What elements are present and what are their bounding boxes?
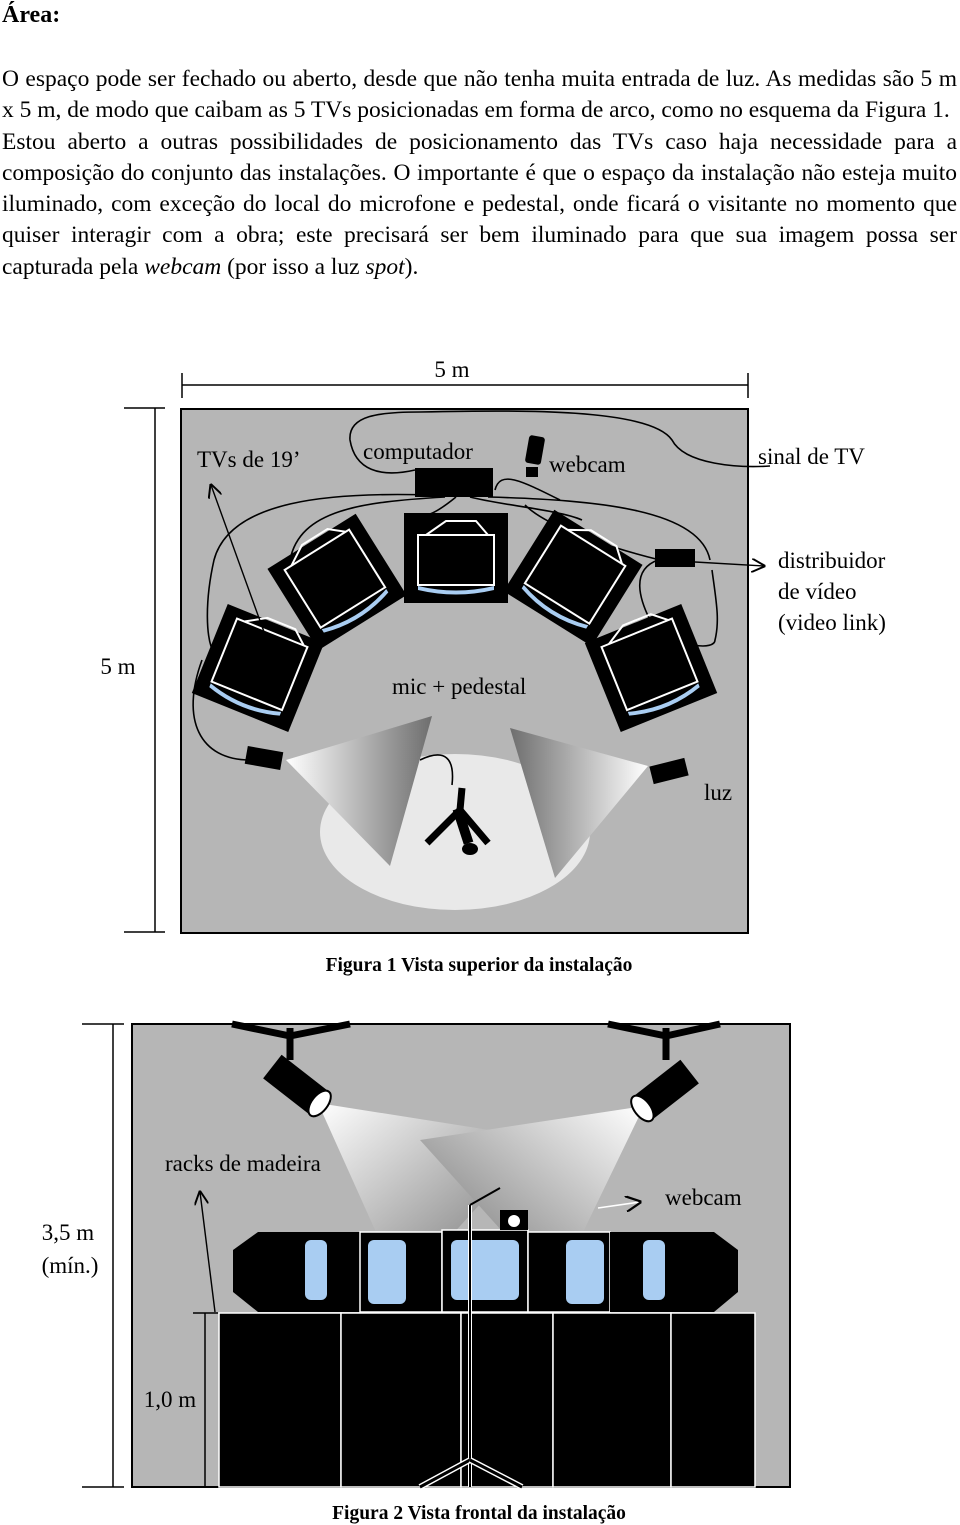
section-heading: Área: [2, 2, 61, 28]
label-racks: racks de madeira [165, 1151, 321, 1176]
height-dimension [124, 407, 165, 933]
spot-light-front-left [263, 1054, 332, 1118]
rack-height-dimension [193, 1312, 218, 1487]
paragraph-2-text-a: Estou aberto a outras possibilidades de … [2, 128, 957, 280]
paragraph-2-emphasis-webcam: webcam [144, 253, 222, 280]
room-height-dimension [82, 1023, 124, 1488]
label-distributor-1: distribuidor [778, 548, 886, 573]
rack-height-label: 1,0 m [144, 1387, 197, 1412]
spot-light-left [244, 746, 284, 770]
paragraph-2-emphasis-spot: spot [365, 253, 405, 280]
racks-pointer-arrow [200, 1192, 216, 1313]
label-computer: computador [363, 439, 473, 464]
tv-2 [267, 513, 407, 651]
label-distributor-2: de vídeo [778, 579, 857, 604]
webcam-front [500, 1210, 528, 1230]
label-tv-signal: sinal de TV [758, 444, 865, 469]
figure-1-top-view: 5 m 5 m [100, 357, 886, 976]
tv-5 [584, 604, 718, 732]
paragraph-2: Estou aberto a outras possibilidades de … [2, 127, 957, 283]
video-distributor [655, 549, 695, 567]
mic-stand-top [424, 787, 491, 855]
computer [415, 468, 493, 497]
room-height-label-1: 3,5 m [42, 1220, 95, 1245]
label-tvs: TVs de 19’ [197, 447, 300, 472]
label-webcam-front: webcam [665, 1185, 742, 1210]
paragraph-2-text-b: (por isso a luz [221, 253, 366, 280]
wooden-racks [218, 1312, 756, 1488]
mic-stand-front [418, 1187, 524, 1490]
spot-light-right [649, 757, 689, 785]
ceiling-mounts [231, 1020, 721, 1060]
figure-2-caption: Figura 2 Vista frontal da instalação [332, 1503, 626, 1524]
light-beam-right [510, 728, 648, 878]
tv-4 [503, 509, 643, 647]
paragraph-area-description: O espaço pode ser fechado ou aberto, des… [2, 64, 957, 283]
figure-1-caption: Figura 1 Vista superior da instalação [326, 955, 633, 976]
height-dimension-label: 5 m [100, 654, 135, 679]
tv-3 [404, 513, 508, 603]
label-distributor-3: (video link) [778, 610, 886, 635]
webcam-pointer-arrow [597, 1202, 640, 1208]
figure-2-front-view: 3,5 m (mín.) [42, 1020, 791, 1524]
tv-1 [191, 604, 325, 732]
paragraph-1: O espaço pode ser fechado ou aberto, des… [2, 66, 957, 124]
light-cone-right [420, 1106, 644, 1290]
label-mic: mic + pedestal [392, 674, 526, 699]
spot-light-front-right [630, 1059, 699, 1123]
label-light: luz [704, 780, 732, 805]
label-webcam: webcam [549, 452, 626, 477]
room-height-label-2: (mín.) [42, 1253, 99, 1278]
width-dimension [181, 373, 749, 398]
paragraph-2-text-c: ). [404, 253, 419, 280]
webcam-top [525, 435, 545, 477]
distributor-pointer-arrow [694, 562, 764, 566]
tv-row [233, 1229, 738, 1313]
tvs-pointer-arrow [211, 485, 273, 655]
width-dimension-label: 5 m [434, 357, 469, 382]
light-beam-left [286, 716, 432, 866]
